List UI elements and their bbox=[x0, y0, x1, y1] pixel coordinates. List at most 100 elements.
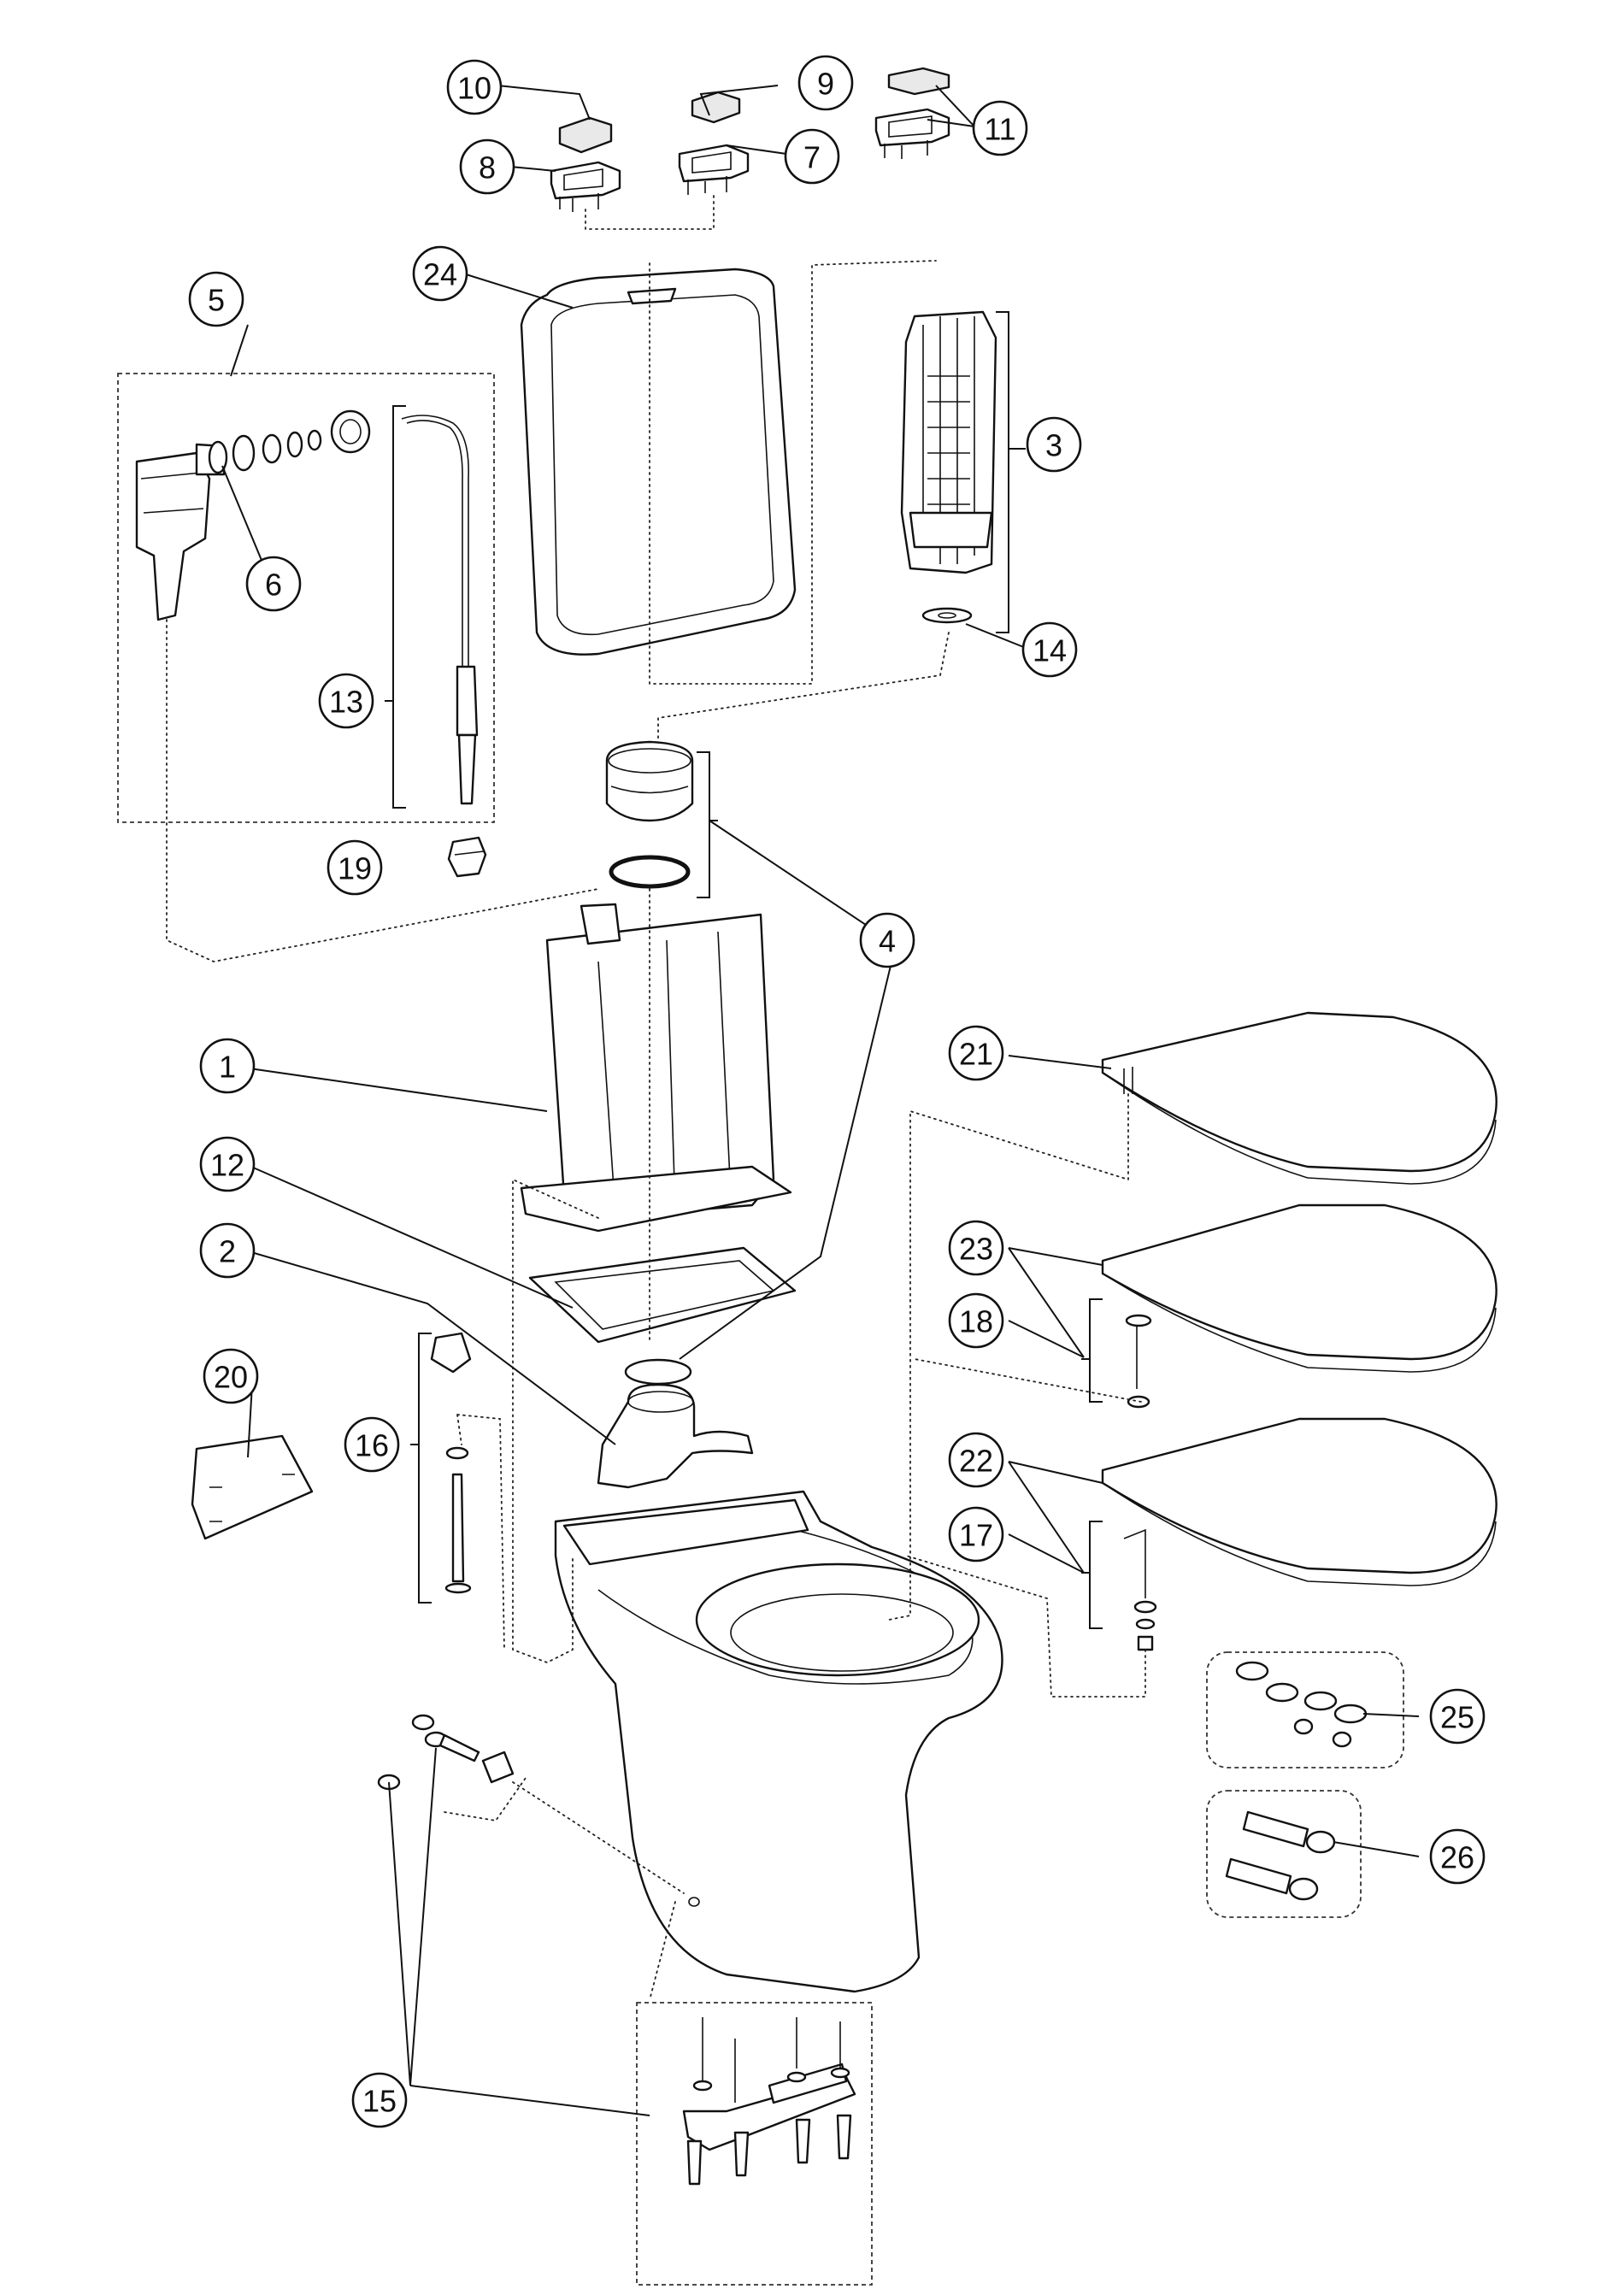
floor-kit-group-box bbox=[636, 2002, 873, 2286]
callout-number: 7 bbox=[803, 140, 821, 175]
callout-16: 16 bbox=[344, 1416, 400, 1473]
callout-number: 18 bbox=[959, 1304, 993, 1339]
callout-circle bbox=[948, 1025, 1004, 1081]
hinge-adapter-kit bbox=[1225, 1810, 1336, 1901]
callout-circle bbox=[859, 912, 915, 968]
callout-11: 11 bbox=[972, 100, 1028, 156]
callout-circle bbox=[199, 1038, 256, 1094]
callout-18: 18 bbox=[948, 1292, 1004, 1349]
inlet-connector bbox=[597, 1358, 754, 1489]
callout-circle bbox=[351, 2072, 408, 2128]
fill-valve-group-box bbox=[117, 373, 495, 823]
callout-circle bbox=[797, 55, 854, 111]
callout-9: 9 bbox=[797, 55, 854, 111]
callout-circle bbox=[1429, 1828, 1486, 1885]
callout-number: 20 bbox=[214, 1360, 248, 1395]
callout-circle bbox=[1429, 1688, 1486, 1745]
callout-circle bbox=[318, 673, 374, 729]
callout-number: 4 bbox=[879, 924, 896, 959]
fill-valve-assembly bbox=[135, 409, 371, 621]
adapter-group-box bbox=[1206, 1790, 1362, 1918]
callout-1: 1 bbox=[199, 1038, 256, 1094]
leader-lines bbox=[221, 85, 1420, 2116]
callout-circle bbox=[188, 271, 244, 327]
callout-circle bbox=[245, 556, 302, 612]
flush-button-set-8-10 bbox=[550, 116, 621, 212]
callout-number: 22 bbox=[959, 1444, 993, 1479]
callout-26: 26 bbox=[1429, 1828, 1486, 1885]
wall-bracket bbox=[191, 1434, 314, 1540]
angle-connector bbox=[447, 836, 487, 878]
callout-8: 8 bbox=[459, 138, 515, 195]
callout-circle bbox=[1021, 621, 1078, 678]
flush-button-set-11 bbox=[874, 67, 950, 159]
callout-circle bbox=[1026, 416, 1082, 473]
assembly-guides bbox=[166, 194, 1146, 2001]
buffer-group-box bbox=[1206, 1651, 1404, 1768]
toilet-seat-23 bbox=[1101, 1203, 1497, 1409]
callout-circle bbox=[948, 1292, 1004, 1349]
callout-17: 17 bbox=[948, 1506, 1004, 1562]
callout-number: 17 bbox=[959, 1518, 993, 1553]
flush-button-set-7-9 bbox=[678, 91, 750, 195]
callout-circle bbox=[199, 1222, 256, 1279]
callout-circle bbox=[948, 1506, 1004, 1562]
toilet-seat-21 bbox=[1101, 1011, 1497, 1185]
callout-number: 2 bbox=[219, 1234, 236, 1269]
toilet-seat-22 bbox=[1101, 1417, 1497, 1651]
brace-16 bbox=[410, 1333, 432, 1604]
callout-circle bbox=[972, 100, 1028, 156]
callout-number: 19 bbox=[338, 851, 372, 886]
callout-5: 5 bbox=[188, 271, 244, 327]
supply-hose bbox=[401, 415, 479, 805]
callout-number: 16 bbox=[355, 1428, 389, 1463]
callout-number: 24 bbox=[423, 257, 457, 292]
brace-3 bbox=[996, 311, 1026, 633]
callout-number: 6 bbox=[265, 568, 282, 603]
callout-number: 13 bbox=[329, 685, 363, 720]
callout-circle bbox=[199, 1136, 256, 1192]
callout-number: 5 bbox=[208, 283, 225, 318]
callout-circle bbox=[446, 59, 503, 115]
callout-layer: 1234567891011121314151617181920212223242… bbox=[188, 55, 1486, 2128]
callout-2: 2 bbox=[199, 1222, 256, 1279]
callout-circle bbox=[948, 1220, 1004, 1276]
callout-22: 22 bbox=[948, 1432, 1004, 1488]
callout-number: 8 bbox=[479, 150, 496, 185]
callout-4: 4 bbox=[859, 912, 915, 968]
callout-20: 20 bbox=[203, 1348, 259, 1404]
callout-13: 13 bbox=[318, 673, 374, 729]
callout-number: 3 bbox=[1045, 428, 1062, 463]
callout-number: 21 bbox=[959, 1037, 993, 1072]
seat-buffer-kit bbox=[1235, 1661, 1368, 1748]
brace-18 bbox=[1081, 1298, 1103, 1403]
callout-19: 19 bbox=[327, 839, 383, 896]
callout-3: 3 bbox=[1026, 416, 1082, 473]
toilet-bowl bbox=[554, 1490, 1003, 1993]
callout-circle bbox=[459, 138, 515, 195]
callout-circle bbox=[327, 839, 383, 896]
flush-valve bbox=[900, 310, 997, 624]
callout-6: 6 bbox=[245, 556, 302, 612]
callout-15: 15 bbox=[351, 2072, 408, 2128]
callout-number: 26 bbox=[1440, 1840, 1474, 1875]
callout-number: 10 bbox=[457, 71, 491, 106]
callout-number: 14 bbox=[1033, 633, 1067, 668]
callout-21: 21 bbox=[948, 1025, 1004, 1081]
cistern-tank bbox=[520, 903, 792, 1233]
callout-10: 10 bbox=[446, 59, 503, 115]
callout-circle bbox=[784, 128, 840, 185]
bowl-screw-kit bbox=[377, 1714, 515, 1791]
callout-25: 25 bbox=[1429, 1688, 1486, 1745]
brace-13 bbox=[385, 405, 406, 809]
callout-circle bbox=[948, 1432, 1004, 1488]
cistern-cover bbox=[520, 268, 797, 656]
callout-12: 12 bbox=[199, 1136, 256, 1192]
outlet-seal bbox=[605, 740, 694, 889]
callout-circle bbox=[412, 245, 468, 302]
callout-number: 23 bbox=[959, 1232, 993, 1267]
callout-24: 24 bbox=[412, 245, 468, 302]
callout-14: 14 bbox=[1021, 621, 1078, 678]
tank-gasket bbox=[528, 1246, 797, 1344]
